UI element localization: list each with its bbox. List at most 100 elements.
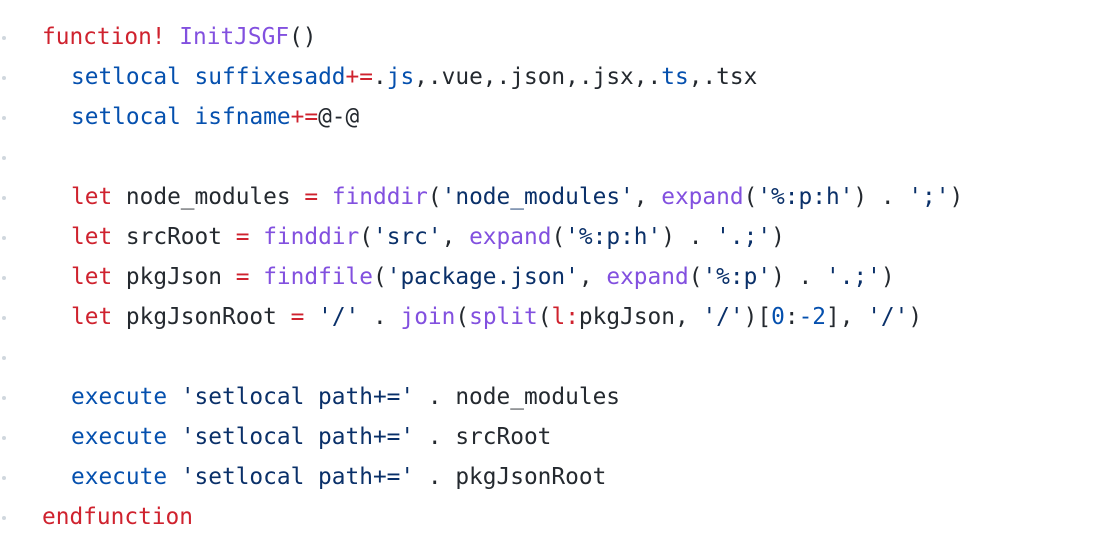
code-line-9: execute 'setlocal path+=' . srcRoot xyxy=(0,417,1114,457)
space xyxy=(304,304,318,330)
var: node_modules xyxy=(112,184,305,210)
string: 'setlocal path+=' xyxy=(180,464,415,490)
func-call: join xyxy=(400,304,456,330)
space xyxy=(167,424,181,450)
code-line-6: let pkgJson = findfile('package.json', e… xyxy=(0,257,1114,297)
text: ,.vue,.json,.jsx,. xyxy=(414,64,662,90)
function-name: InitJSGF xyxy=(179,24,290,50)
gutter-dot xyxy=(2,316,6,320)
execute-command: execute xyxy=(71,464,168,490)
punct: ) xyxy=(771,224,785,250)
string: '%:p' xyxy=(702,264,772,290)
gutter-dot xyxy=(2,476,6,480)
keyword-endfunction: endfunction xyxy=(42,504,193,530)
code-line-4: let node_modules = finddir('node_modules… xyxy=(0,177,1114,217)
string: 'src' xyxy=(373,224,442,250)
func-call: finddir xyxy=(263,224,360,250)
space xyxy=(167,384,181,410)
gutter-dot xyxy=(2,116,6,120)
space xyxy=(249,264,263,290)
gutter-dot xyxy=(2,76,6,80)
option-name: suffixesadd xyxy=(194,64,346,90)
text: . srcRoot xyxy=(414,424,552,450)
punct: ( xyxy=(551,224,566,250)
setlocal-command: setlocal xyxy=(71,104,181,130)
string: 'node_modules' xyxy=(441,184,634,210)
func-call: split xyxy=(469,304,538,330)
space xyxy=(166,24,180,50)
code-line-1: function! InitJSGF() xyxy=(0,17,1114,57)
setlocal-command: setlocal xyxy=(71,64,181,90)
space xyxy=(181,104,195,130)
number: -2 xyxy=(798,304,827,330)
punct: ) xyxy=(880,264,895,290)
punct: )[ xyxy=(743,304,772,330)
keyword-function: function! xyxy=(42,24,166,50)
text: . pkgJsonRoot xyxy=(414,464,607,490)
func-call: expand xyxy=(661,184,744,210)
keyword-let: let xyxy=(71,304,113,330)
string: 'setlocal path+=' xyxy=(180,384,415,410)
string: '/' xyxy=(318,304,360,330)
string: 'package.json' xyxy=(386,264,579,290)
punct: ) xyxy=(949,184,964,210)
parens: () xyxy=(289,24,317,50)
gutter-dot xyxy=(2,356,6,360)
text: . xyxy=(372,64,387,90)
gutter-dot xyxy=(2,236,6,240)
operator: += xyxy=(290,104,319,130)
ext-js: js xyxy=(386,64,415,90)
space xyxy=(318,184,332,210)
operator: += xyxy=(345,64,373,90)
equals: = xyxy=(235,224,250,250)
punct: ( xyxy=(537,304,552,330)
gutter-dot xyxy=(2,156,6,160)
string: ';' xyxy=(908,184,950,210)
punct: ( xyxy=(359,224,373,250)
equals: = xyxy=(290,304,305,330)
gutter-dot xyxy=(2,36,6,40)
execute-command: execute xyxy=(71,424,168,450)
gutter-dot xyxy=(2,196,6,200)
gutter-dot xyxy=(2,436,6,440)
var: pkgJson xyxy=(112,264,236,290)
keyword-let: let xyxy=(71,264,113,290)
string: '%:p:h' xyxy=(757,184,854,210)
var: srcRoot xyxy=(112,224,236,250)
gutter-dot xyxy=(2,516,6,520)
option-value: @-@ xyxy=(318,104,360,130)
punct: ) xyxy=(908,304,923,330)
punct: ) . xyxy=(661,224,717,250)
func-call: findfile xyxy=(263,264,373,290)
string: '%:p:h' xyxy=(565,224,662,250)
func-call: expand xyxy=(469,224,552,250)
code-line-8: execute 'setlocal path+=' . node_modules xyxy=(0,377,1114,417)
code-line-10: execute 'setlocal path+=' . pkgJsonRoot xyxy=(0,457,1114,497)
execute-command: execute xyxy=(71,384,168,410)
punct: ( xyxy=(427,184,442,210)
code-line-blank xyxy=(0,337,1114,377)
punct: . xyxy=(359,304,401,330)
punct: : xyxy=(784,304,799,330)
code-line-5: let srcRoot = finddir('src', expand('%:p… xyxy=(0,217,1114,257)
option-name: isfname xyxy=(194,104,291,130)
code-line-7: let pkgJsonRoot = '/' . join(split(l:pkg… xyxy=(0,297,1114,337)
gutter-dot xyxy=(2,276,6,280)
text: . node_modules xyxy=(414,384,621,410)
func-call: expand xyxy=(606,264,689,290)
number: 0 xyxy=(771,304,785,330)
punct: , xyxy=(441,224,470,250)
punct: , xyxy=(633,184,662,210)
string: 'setlocal path+=' xyxy=(180,424,415,450)
equals: = xyxy=(235,264,250,290)
space xyxy=(167,464,181,490)
ext-ts: ts xyxy=(661,64,689,90)
keyword-let: let xyxy=(71,184,113,210)
string: '.;' xyxy=(716,224,772,250)
code-line-blank xyxy=(0,137,1114,177)
string: '/' xyxy=(867,304,909,330)
punct: ( xyxy=(743,184,758,210)
punct: ) . xyxy=(771,264,826,290)
punct: ], xyxy=(826,304,868,330)
